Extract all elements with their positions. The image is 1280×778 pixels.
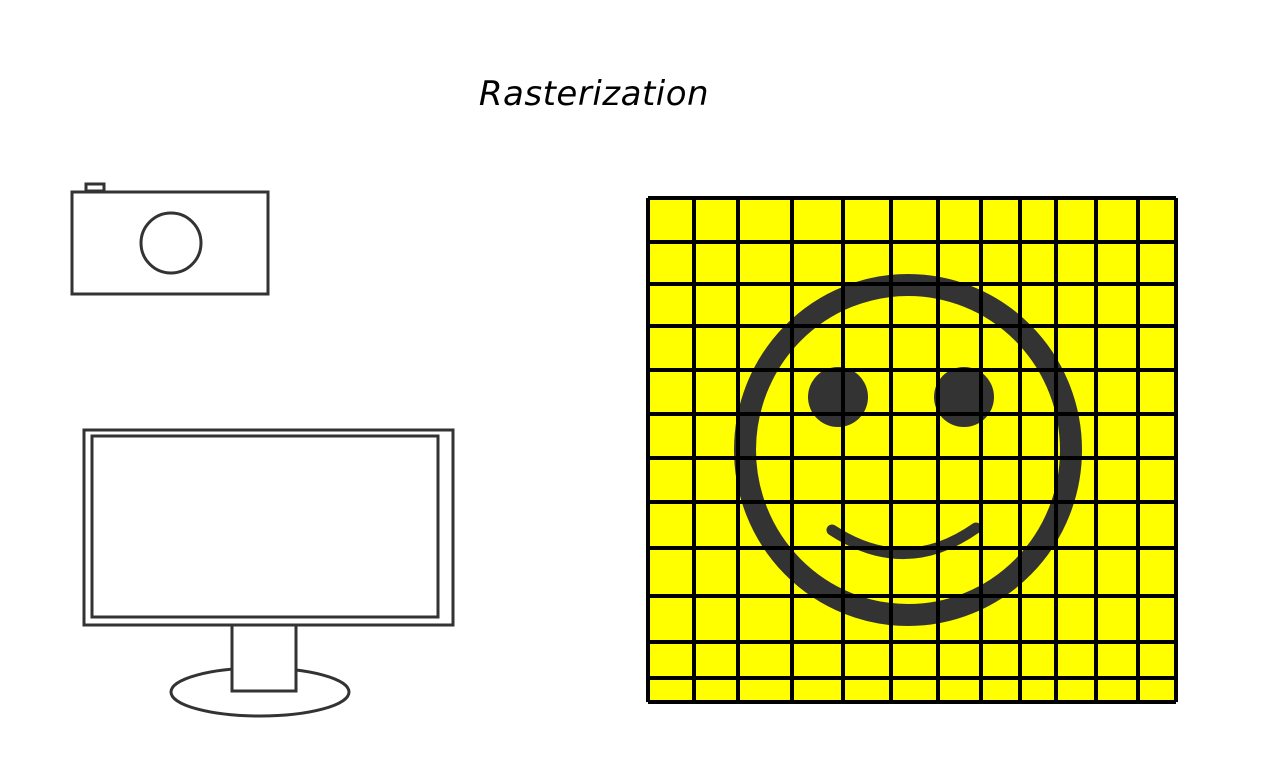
smile	[826, 522, 982, 559]
monitor-icon	[82, 428, 455, 718]
diagram-title: Rasterization	[478, 74, 710, 114]
pixel-grid	[646, 196, 1178, 704]
camera-lens	[139, 211, 203, 275]
camera-icon	[70, 182, 270, 296]
monitor-screen	[90, 434, 440, 619]
camera-body	[70, 190, 270, 296]
right-eye	[934, 367, 994, 427]
monitor-stand	[230, 623, 298, 693]
raster-panel	[646, 196, 1178, 704]
left-eye	[808, 367, 868, 427]
camera-shutter-button	[84, 182, 106, 193]
